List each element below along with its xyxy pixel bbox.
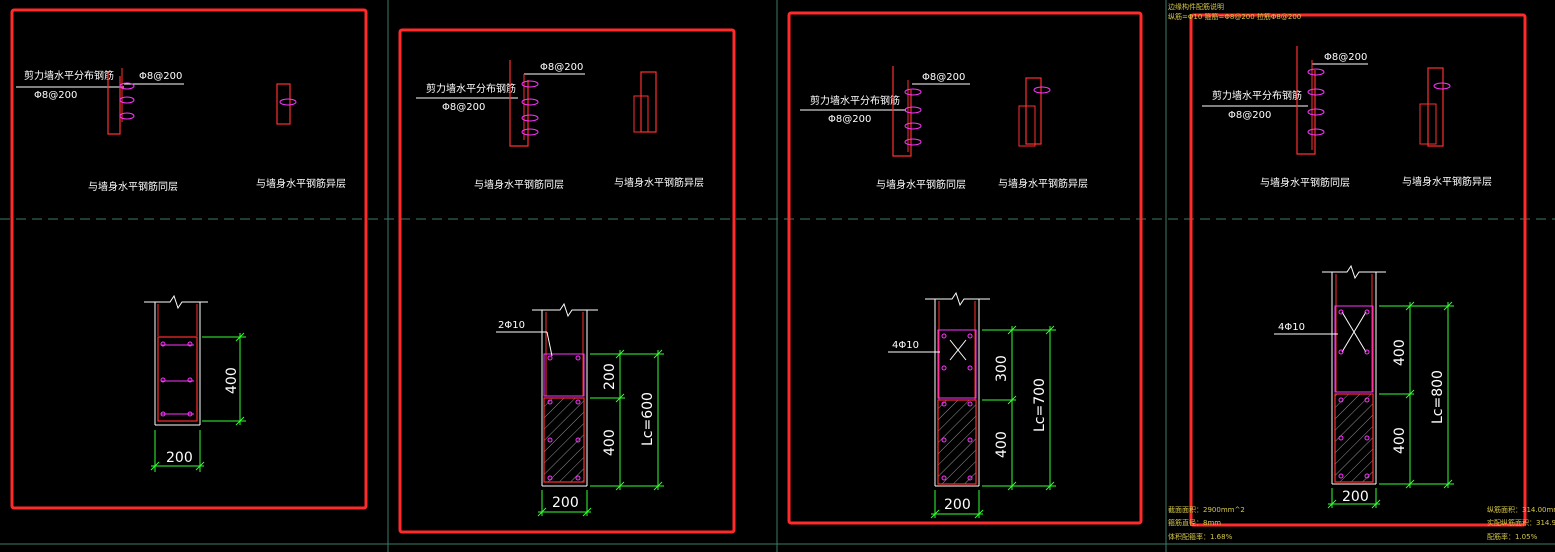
dimension-lines (1327, 301, 1454, 509)
panel-frame (1189, 13, 1527, 527)
wall-rebar-label: 剪力墙水平分布钢筋 (810, 94, 900, 107)
dimension-lines (537, 349, 664, 517)
section-detail (1322, 264, 1386, 485)
spacing-label-top: Φ8@200 (1324, 52, 1367, 63)
note-bottom-right-1: 纵筋面积：314.00mm^2 (1487, 505, 1555, 514)
wall-rebar-label: 剪力墙水平分布钢筋 (1212, 89, 1302, 102)
wall-rebar-label: 剪力墙水平分布钢筋 (426, 82, 516, 95)
spacing-label-bottom: Φ8@200 (442, 102, 485, 113)
note-bottom-left-2: 箍筋直径：8mm (1168, 518, 1221, 527)
dimension-lines (150, 332, 246, 472)
dimension-lines (930, 325, 1056, 519)
spacing-label-top: Φ8@200 (139, 71, 182, 82)
wall-rebar-hook (107, 72, 121, 135)
caption-same-layer: 与墙身水平钢筋同层 (1260, 176, 1350, 189)
note-top-line-1: 边缘构件配筋说明 (1168, 2, 1224, 11)
panel-2: 剪力墙水平分布钢筋 Φ8@200 Φ8@200 与墙身水平钢筋同层 与墙身水平钢… (398, 28, 736, 534)
spacing-label-bottom: Φ8@200 (1228, 110, 1271, 121)
bar-label: 4Φ10 (1278, 322, 1305, 333)
dim-lc: Lc=700 (1032, 378, 1048, 432)
caption-same-layer: 与墙身水平钢筋同层 (88, 180, 178, 193)
wall-rebar-hook (1296, 46, 1316, 155)
layer-diff-sketch (1427, 67, 1444, 147)
wall-rebar-label: 剪力墙水平分布钢筋 (24, 69, 114, 82)
dim-bottom: 400 (1392, 427, 1408, 454)
layer-diff-sketch (1025, 77, 1042, 145)
section-detail (144, 294, 208, 426)
caption-diff-layer: 与墙身水平钢筋异层 (1402, 175, 1492, 188)
caption-diff-layer: 与墙身水平钢筋异层 (614, 176, 704, 189)
note-bottom-left-3: 体积配箍率：1.68% (1168, 532, 1233, 541)
spacing-label-bottom: Φ8@200 (828, 114, 871, 125)
stirrup-marks (119, 82, 135, 120)
dim-lc: Lc=800 (1430, 370, 1446, 424)
dim-width: 200 (552, 495, 579, 511)
spacing-label-top: Φ8@200 (540, 62, 583, 73)
layer-diff-sketch (276, 83, 291, 125)
dim-top: 400 (1392, 339, 1408, 366)
section-detail (925, 291, 990, 487)
note-bottom-left-1: 截面面积：2900mm^2 (1168, 505, 1245, 514)
dim-top: 200 (602, 363, 618, 390)
panel-frame (10, 8, 368, 510)
caption-diff-layer: 与墙身水平钢筋异层 (256, 177, 346, 190)
panel-frame (787, 11, 1143, 525)
caption-same-layer: 与墙身水平钢筋同层 (474, 178, 564, 191)
panel-frame (398, 28, 736, 534)
caption-same-layer: 与墙身水平钢筋同层 (876, 178, 966, 191)
panel-1: 剪力墙水平分布钢筋 Φ8@200 Φ8@200 与墙身水平钢筋同层 与墙身水平钢… (10, 8, 368, 510)
bar-label: 2Φ10 (498, 320, 525, 331)
panel-4: 边缘构件配筋说明 纵筋=Φ10 箍筋=Φ8@200 拉筋Φ8@200 剪力墙水平… (1168, 2, 1555, 541)
dim-width: 200 (166, 450, 193, 466)
note-bottom-right-2: 实配纵筋面积：314.95mm^2 (1487, 518, 1555, 527)
dim-bottom: 400 (602, 429, 618, 456)
bar-label: 4Φ10 (892, 340, 919, 351)
dim-top: 300 (994, 355, 1010, 382)
caption-diff-layer: 与墙身水平钢筋异层 (998, 177, 1088, 190)
dim-width: 200 (944, 497, 971, 513)
wall-rebar-hook (509, 60, 529, 147)
dim-bottom: 400 (994, 431, 1010, 458)
dim-height: 400 (224, 367, 240, 394)
note-bottom-right-3: 配筋率：1.05% (1487, 532, 1538, 541)
dim-width: 200 (1342, 489, 1369, 505)
spacing-label-top: Φ8@200 (922, 72, 965, 83)
spacing-label-bottom: Φ8@200 (34, 90, 77, 101)
dim-lc: Lc=600 (640, 392, 656, 446)
note-top-line-2: 纵筋=Φ10 箍筋=Φ8@200 拉筋Φ8@200 (1168, 12, 1301, 21)
section-detail (532, 302, 598, 487)
panel-3: 剪力墙水平分布钢筋 Φ8@200 Φ8@200 与墙身水平钢筋同层 与墙身水平钢… (787, 11, 1143, 525)
